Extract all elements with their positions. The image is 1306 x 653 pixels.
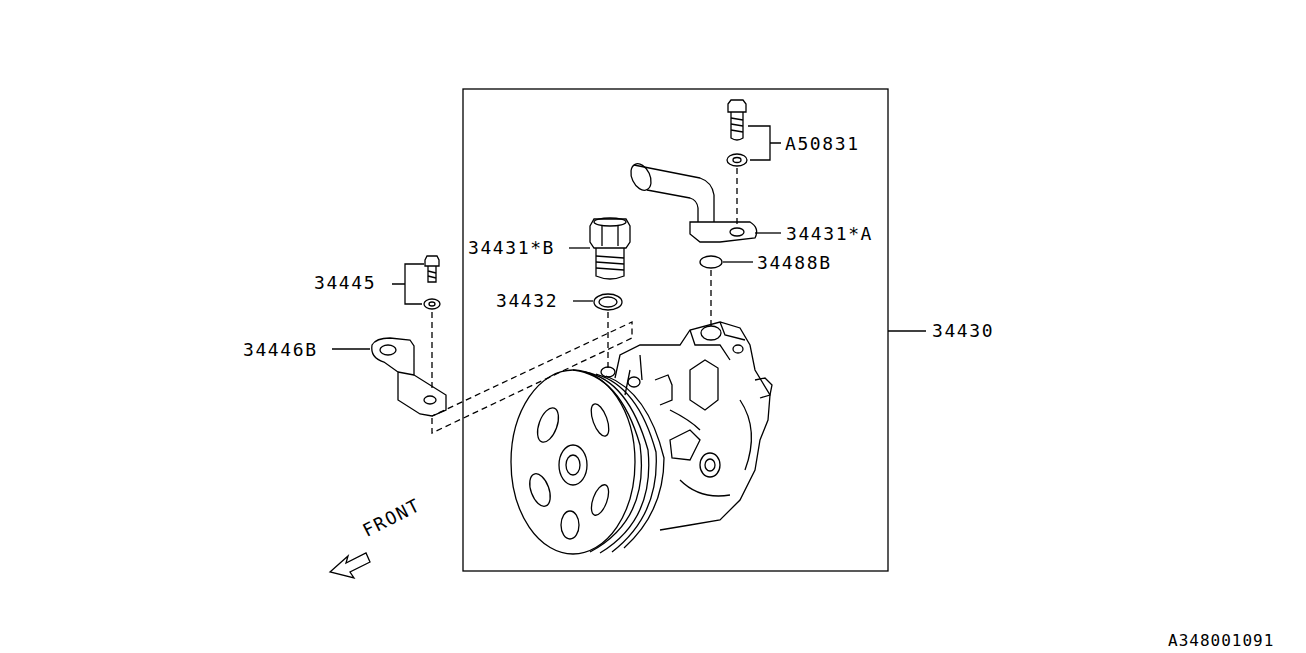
bolt — [392, 256, 440, 392]
group-frame — [463, 89, 888, 571]
union-fitting — [569, 218, 630, 279]
part-number: 34430 — [932, 321, 994, 341]
part-number: 34446B — [243, 340, 318, 360]
bracket — [332, 322, 632, 433]
assembly-line — [710, 270, 711, 326]
front-arrow — [330, 553, 370, 578]
leader-line — [723, 261, 753, 262]
part-number: A50831 — [785, 134, 860, 154]
leader-line — [888, 330, 926, 331]
part-number: 34488B — [757, 253, 832, 273]
o-ring — [700, 256, 722, 268]
part-number: 34432 — [496, 291, 558, 311]
bolt — [727, 100, 781, 226]
direction-label: FRONT — [359, 495, 423, 541]
power-steering-pump — [511, 322, 772, 554]
pipe-fitting — [627, 161, 781, 242]
part-number: 34431*B — [468, 238, 555, 258]
part-number: 34445 — [314, 273, 376, 293]
figure-code: A348001091 — [1168, 631, 1274, 651]
assembly-line — [607, 312, 608, 372]
gasket — [594, 294, 622, 310]
part-number: 34431*A — [786, 224, 873, 244]
leader-line — [573, 300, 593, 301]
